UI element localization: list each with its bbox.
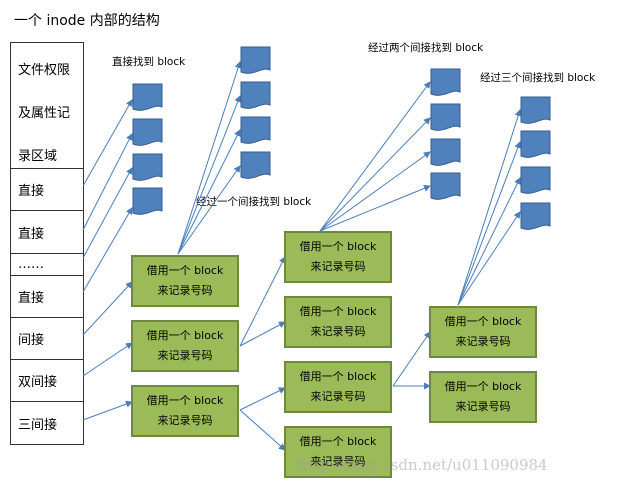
triple-indirect-block-3 [520,166,551,196]
arrow-d-b4 [319,185,431,232]
watermark: http://blog.csdn.net/u011090984 [298,456,548,474]
arrow-d-b1 [319,81,431,232]
arrow-t-b1 [457,109,522,306]
arrow-direct-2 [82,133,133,231]
label-single-indirect: 经过一个间接找到 block [196,196,312,208]
label-triple-indirect: 经过三个间接找到 block [480,72,596,84]
arrow-t-3 [392,331,431,387]
triple-indirect-block-4 [520,202,551,232]
single-indirect-block-3 [240,116,271,146]
arrow-d-1 [239,256,286,347]
arrow-d-2 [239,321,286,347]
arrow-direct-1 [82,99,133,187]
label-direct: 直接找到 block [112,56,186,68]
direct-block-2 [132,118,163,148]
arrow-direct-n [82,207,133,293]
arrow-double-indirect [82,342,133,377]
single-indirect-block-1 [240,46,271,76]
triple-indirect-block-2 [520,130,551,160]
inode-row-direct-n: 直接 [11,276,83,318]
arrow-triple-indirect [82,400,133,421]
double-indirect-block-4 [430,172,461,202]
direct-block-3 [132,153,163,183]
inode-row-direct-1: 直接 [11,169,83,211]
arrow-t-2 [239,409,286,451]
arrow-t-b3 [457,177,521,306]
arrow-t-b4 [457,211,521,306]
inode-row-ellipsis: …… [11,254,83,276]
double-indirect-block-2 [430,103,461,133]
double-indirect-block-3 [430,138,461,168]
arrow-d-b3 [319,151,431,232]
inode-table: 文件权限 及属性记 录区域 直接 直接 …… 直接 间接 双间接 三间接 [10,42,84,445]
single-indirect-block-2 [240,81,271,111]
arrow-s-3 [177,129,241,255]
inode-row-triple-indirect: 三间接 [18,417,58,433]
arrow-t-b2 [457,141,522,306]
inode-row-direct-2: 直接 [11,211,83,254]
double-indirect-block-1 [430,68,461,98]
arrow-d-b2 [319,117,431,232]
meta-line-1: 文件权限 [18,63,71,78]
meta-line-2: 及属性记 [18,106,71,121]
single-indirect-block-4 [240,151,271,181]
arrow-s-4 [177,165,241,255]
label-double-indirect: 经过两个间接找到 block [368,42,484,54]
meta-line-3: 录区域 [18,149,58,164]
arrow-s-1 [177,61,242,255]
diagram-title: 一个 inode 内部的结构 [14,13,160,29]
inode-metadata-area: 文件权限 及属性记 录区域 [11,43,83,169]
arrow-s-2 [177,95,242,255]
arrow-direct-3 [82,167,133,259]
arrow-indirect [82,281,133,336]
direct-block-1 [132,83,163,113]
inode-row-double-indirect: 双间接 [11,360,83,402]
inode-row-indirect: 间接 [11,318,83,360]
triple-indirect-block-1 [520,96,551,126]
arrow-t-1 [239,387,286,411]
direct-block-4 [132,187,163,217]
